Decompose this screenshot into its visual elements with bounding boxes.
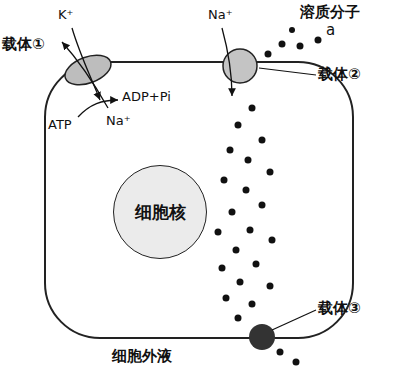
k-arrow xyxy=(72,28,100,100)
part-label: 载体① xyxy=(2,36,45,53)
part-label: K⁺ xyxy=(58,8,73,22)
part-label: 载体② xyxy=(318,66,361,83)
part-label: ATP xyxy=(48,118,72,132)
leader-line xyxy=(272,310,316,330)
part-label: Na⁺ xyxy=(208,8,233,22)
part-label: 溶质分子 xyxy=(300,4,360,21)
na-arrow xyxy=(62,42,108,108)
part-label: 细胞外液 xyxy=(112,348,172,365)
cell-membrane xyxy=(45,62,353,338)
part-label: 载体③ xyxy=(318,300,361,317)
part-label: ADP+Pi xyxy=(122,90,171,104)
solute-dots xyxy=(215,27,322,366)
part-label: a xyxy=(326,22,335,39)
leader-line xyxy=(259,68,316,75)
na-in-arrow xyxy=(222,28,232,96)
carrier-3 xyxy=(249,324,275,350)
part-label: Na⁺ xyxy=(106,114,131,128)
nucleus-circle: 细胞核 xyxy=(113,165,207,259)
node-text: 细胞核 xyxy=(135,201,186,224)
